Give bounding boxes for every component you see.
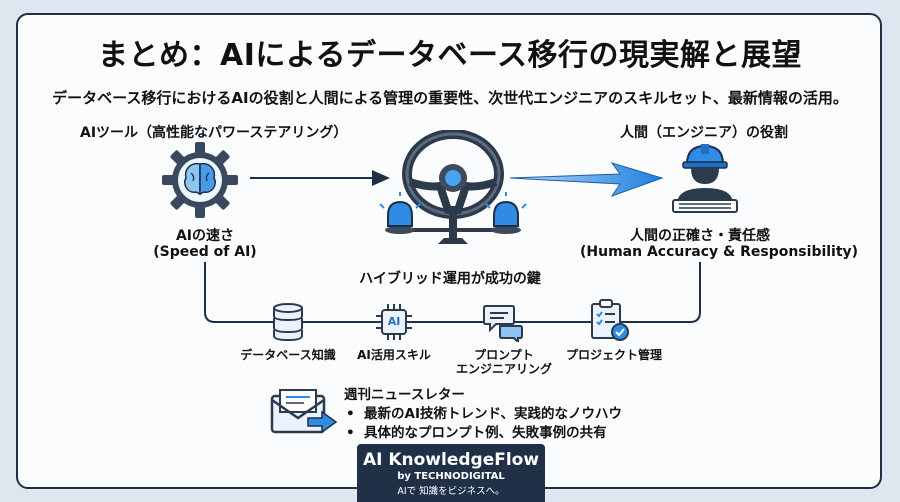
skill-label-prompt-line1: プロンプト <box>474 348 534 362</box>
brand-badge: AI KnowledgeFlow by TECHNODIGITAL AIで 知識… <box>357 444 545 502</box>
steering-wheel-scale-icon <box>379 130 527 244</box>
right-label-line1: 人間の正確さ・責任感 <box>630 228 770 244</box>
chat-bubbles-icon <box>483 305 523 342</box>
newsletter-item-2: • 具体的なプロンプト例、失敗事例の共有 <box>346 425 607 441</box>
right-label-line2: (Human Accuracy & Responsibility) <box>580 244 859 260</box>
brand-name: AI KnowledgeFlow <box>362 450 540 470</box>
ai-chip-text: AI <box>387 315 401 328</box>
left-heading: AIツール（高性能なパワーステアリング） <box>80 125 348 141</box>
skill-label-prompt-line2: エンジニアリング <box>455 362 552 376</box>
page-subtitle: データベース移行におけるAIの役割と人間による管理の重要性、次世代エンジニアのス… <box>52 89 848 107</box>
brand-by: by TECHNODIGITAL <box>397 471 505 482</box>
right-heading: 人間（エンジニア）の役割 <box>620 125 788 141</box>
newsletter-item-2-text: 具体的なプロンプト例、失敗事例の共有 <box>364 425 607 441</box>
skill-label-project: プロジェクト管理 <box>565 348 662 362</box>
newsletter-item-1-text: 最新のAI技術トレンド、実践的なノウハウ <box>364 406 622 422</box>
engineer-icon <box>672 144 738 213</box>
wheel-to-human-arrow <box>509 162 664 197</box>
summary-card <box>16 13 882 489</box>
page-title: まとめ：AIによるデータベース移行の現実解と展望 <box>98 38 802 73</box>
clipboard-check-icon <box>591 299 629 341</box>
newsletter-item-1: • 最新のAI技術トレンド、実践的なノウハウ <box>346 406 622 422</box>
skills-bracket-line <box>204 262 701 323</box>
newsletter-envelope-icon <box>270 389 338 434</box>
newsletter-title: 週刊ニュースレター <box>344 387 465 403</box>
center-label: ハイブリッド運用が成功の鍵 <box>359 271 541 287</box>
database-icon <box>273 303 303 342</box>
skill-label-database: データベース知識 <box>240 348 336 362</box>
brand-tagline: AIで 知識をビジネスへ。 <box>397 486 505 497</box>
skill-label-ai: AI活用スキル <box>357 348 431 362</box>
ai-chip-icon: AI <box>374 302 414 342</box>
gear-brain-icon <box>162 142 238 218</box>
left-label-line1: AIの速さ <box>175 228 235 244</box>
left-label-line2: (Speed of AI) <box>153 244 257 260</box>
